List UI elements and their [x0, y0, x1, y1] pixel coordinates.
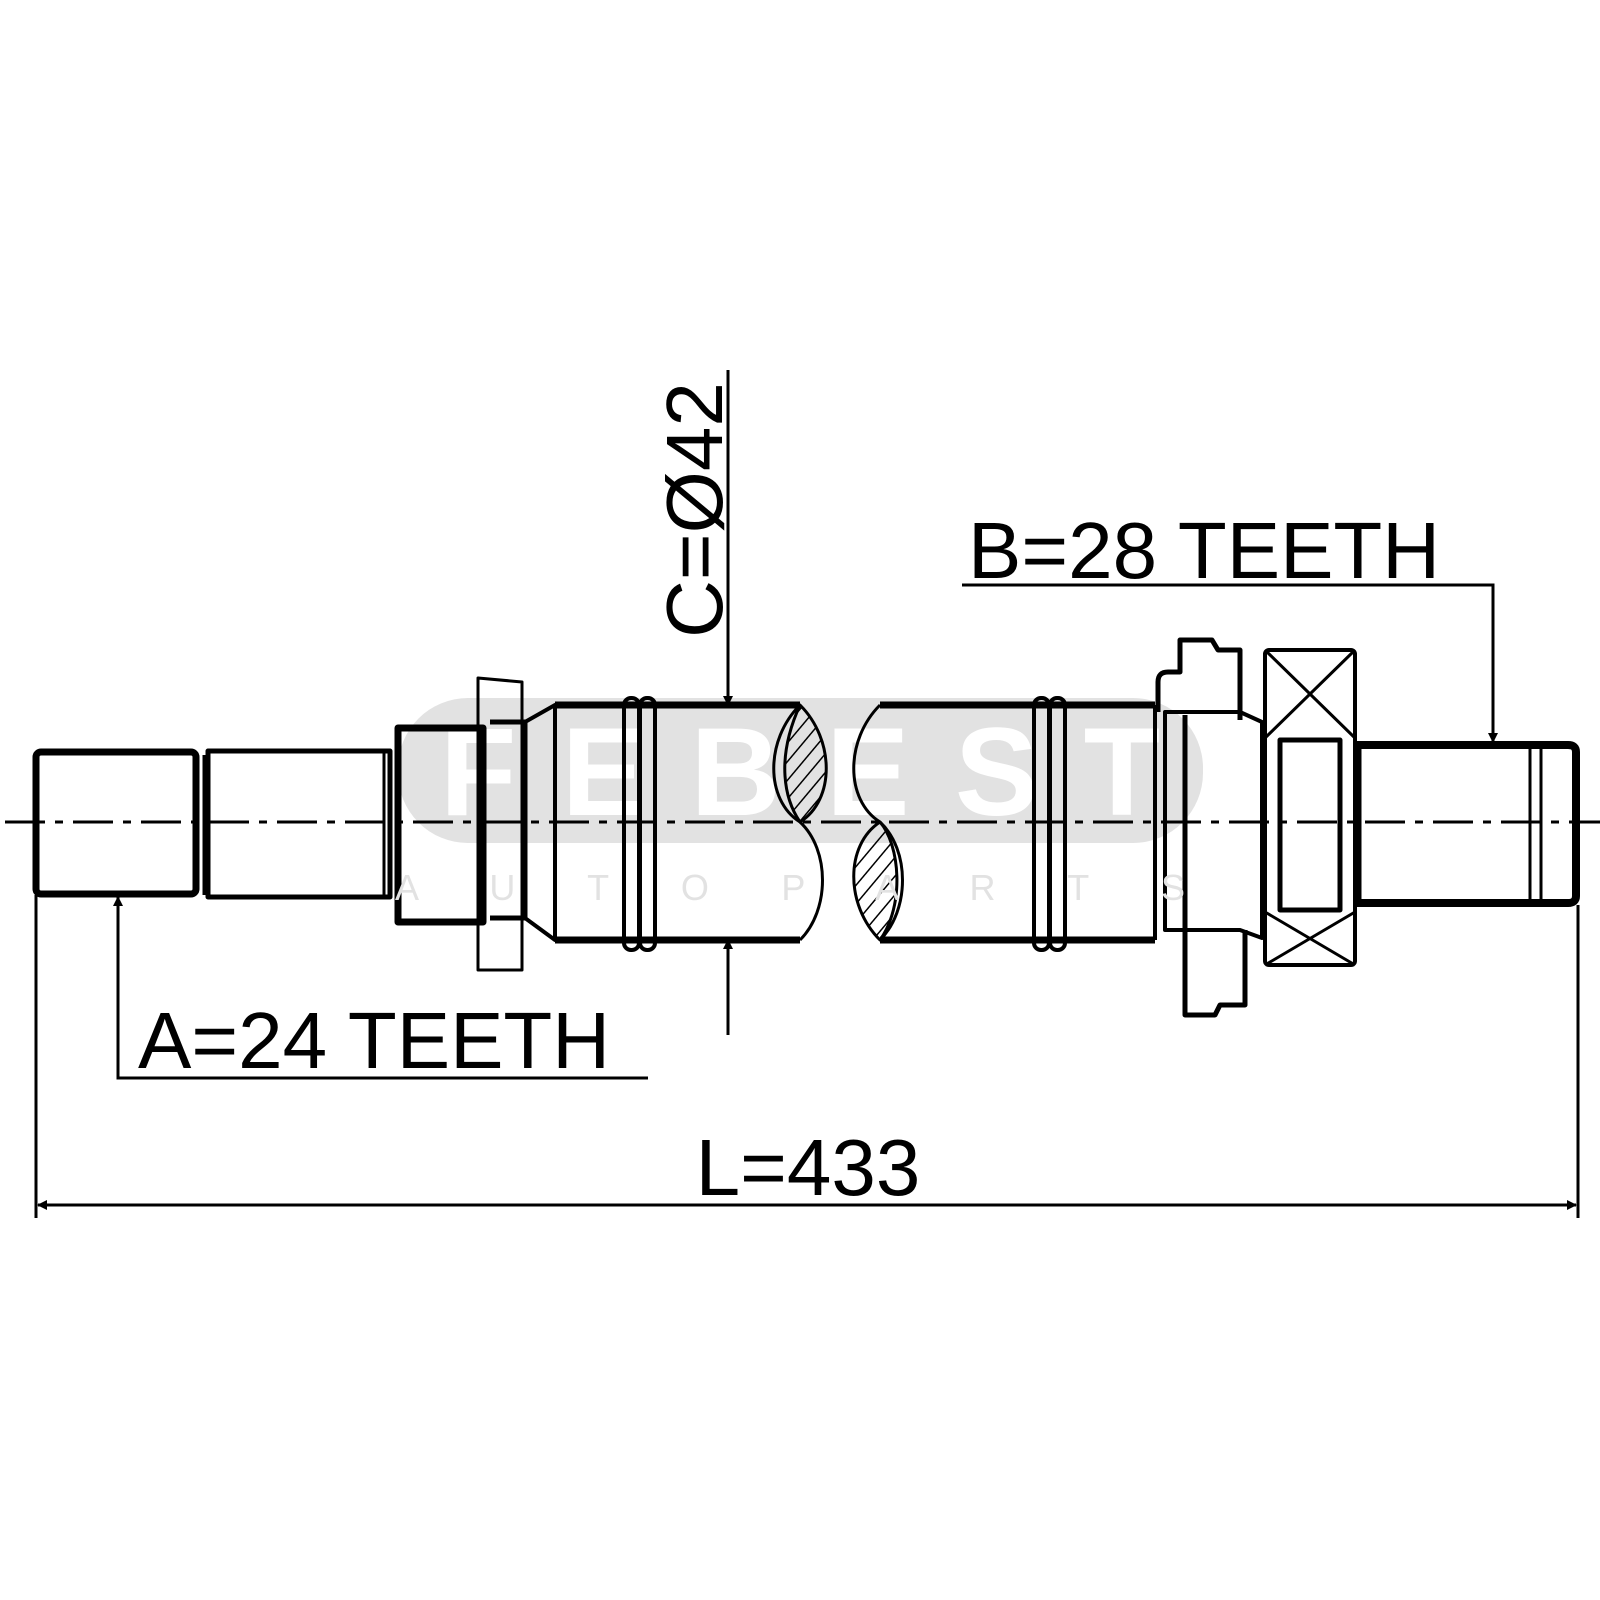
watermark-tagline: A U T O P A R T S — [395, 867, 1185, 908]
diameter-label: C=Ø42 — [650, 382, 739, 638]
inner-joint-body — [394, 724, 487, 926]
spline-b-label: B=28 TEETH — [968, 506, 1440, 595]
boot-clamp-left — [476, 676, 524, 972]
shaft-neck — [205, 748, 393, 900]
length-dimension — [34, 895, 1580, 1218]
spline-a-leader — [113, 896, 648, 1080]
shaft-body-right — [880, 701, 1155, 944]
shaft-body-left — [555, 701, 800, 944]
spline-b-leader — [962, 583, 1498, 743]
seal-housing — [1155, 637, 1248, 1018]
length-label: L=433 — [696, 1123, 921, 1212]
spline-b-stub — [1355, 741, 1580, 907]
spline-a-label: A=24 TEETH — [138, 996, 610, 1085]
bearing — [1263, 648, 1357, 967]
